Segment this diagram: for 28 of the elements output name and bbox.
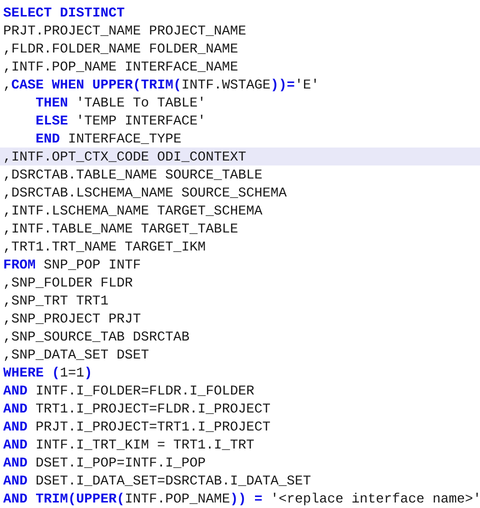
code-line: FROM SNP_POP INTF <box>4 259 140 270</box>
code-line: END INTERFACE_TYPE <box>36 133 181 144</box>
code-line: AND INTF.I_TRT_KIM = TRT1.I_TRT <box>3 440 254 450</box>
code-line: AND INTF.I_FOLDER=FLDR.I_FOLDER <box>3 385 254 396</box>
code-line: AND TRT1.I_PROJECT=FLDR.I_PROJECT <box>3 403 270 414</box>
code-line: ,CASE WHEN UPPER(TRIM(INTF.WSTAGE))='E' <box>4 78 316 92</box>
code-line: ,INTF.LSCHEMA_NAME TARGET_SCHEMA <box>4 205 262 217</box>
code-line: ,SNP_SOURCE_TAB DSRCTAB <box>4 331 189 343</box>
code-line: ,INTF.OPT_CTX_CODE ODI_CONTEXT <box>4 151 246 163</box>
code-line: PRJT.PROJECT_NAME PROJECT_NAME <box>4 25 246 36</box>
code-line: ,TRT1.TRT_NAME TARGET_IKM <box>4 241 205 253</box>
code-line: ,SNP_PROJECT PRJT <box>4 313 140 325</box>
code-line: AND PRJT.I_PROJECT=TRT1.I_PROJECT <box>3 421 270 432</box>
code-line: ,FLDR.FOLDER_NAME FOLDER_NAME <box>4 43 238 55</box>
code-line: AND DSET.I_DATA_SET=DSRCTAB.I_DATA_SET <box>3 475 310 486</box>
code-line: WHERE (1=1) <box>3 366 90 380</box>
code-line: ,DSRCTAB.LSCHEMA_NAME SOURCE_SCHEMA <box>4 187 287 199</box>
code-line: THEN 'TABLE To TABLE' <box>36 96 202 107</box>
code-line: ,SNP_FOLDER FLDR <box>4 277 132 289</box>
code-line: ,SNP_DATA_SET DSET <box>4 349 148 361</box>
code-line: SELECT DISTINCT <box>3 7 124 17</box>
code-line: ,DSRCTAB.TABLE_NAME SOURCE_TABLE <box>4 169 262 181</box>
code-line: ,SNP_TRT TRT1 <box>4 295 108 307</box>
code-line: ,INTF.TABLE_NAME TARGET_TABLE <box>4 223 238 235</box>
code-line: AND TRIM(UPPER(INTF.POP_NAME)) = '<replace interface name>' <box>3 492 478 506</box>
code-line: ,INTF.POP_NAME INTERFACE_NAME <box>4 61 238 73</box>
code-line: ELSE 'TEMP INTERFACE' <box>36 114 202 125</box>
code-line: AND DSET.I_POP=INTF.I_POP <box>3 457 205 468</box>
